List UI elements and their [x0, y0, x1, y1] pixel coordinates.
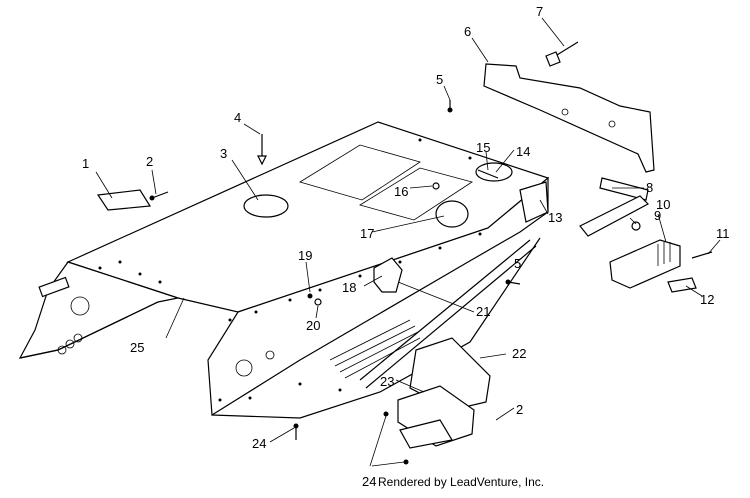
part-20-nut	[314, 298, 322, 306]
callout-22: 22	[512, 346, 526, 361]
part-2-rivet	[151, 191, 169, 199]
callout-19: 19	[298, 248, 312, 263]
part-18-bracket	[373, 257, 403, 293]
deck-opening-front	[359, 167, 473, 221]
callout-24-bottom: 24	[362, 474, 376, 489]
tunnel-front-side-wall	[207, 176, 549, 417]
part-21-rod	[359, 239, 531, 381]
rear-panel-hole-small	[65, 339, 75, 349]
callout-20: 20	[306, 318, 320, 333]
side-wall-hole-small	[265, 350, 275, 360]
rear-axle-stub	[38, 276, 70, 298]
callout-10: 10	[656, 197, 670, 212]
leader-lines	[95, 17, 721, 467]
part-12-pad	[667, 277, 697, 293]
part-9-nut	[631, 221, 641, 231]
part-17-cover	[435, 200, 469, 228]
callout-24: 24	[252, 436, 266, 451]
callout-25: 25	[130, 340, 144, 355]
part-15-access-cover	[475, 162, 513, 182]
callout-5: 5	[436, 72, 443, 87]
vent-slot-pattern	[329, 319, 421, 379]
rear-panel-hole	[70, 296, 90, 316]
callout-1: 1	[82, 156, 89, 171]
bumper-ribs	[657, 242, 671, 266]
part-16-nut	[432, 182, 440, 190]
callout-7: 7	[536, 4, 543, 19]
callout-11: 11	[716, 226, 730, 241]
callout-17: 17	[360, 226, 374, 241]
part-19-bolt	[307, 293, 313, 299]
part-6-heat-exchanger-plate	[483, 63, 655, 173]
part-8-bracket	[599, 177, 649, 201]
callout-23: 23	[380, 374, 394, 389]
callout-3: 3	[220, 146, 227, 161]
tunnel-bottom-edge	[211, 237, 541, 419]
chassis-tunnel	[18, 121, 550, 419]
callout-2-lower: 2	[516, 402, 523, 417]
part-25-skid	[19, 301, 159, 359]
rendered-by-credit: Rendered by LeadVenture, Inc.	[378, 475, 544, 489]
callout-5-lower: 5	[514, 256, 521, 271]
callout-6: 6	[464, 24, 471, 39]
callout-18: 18	[342, 280, 356, 295]
callout-13: 13	[548, 210, 562, 225]
part-14-bolt	[477, 169, 499, 179]
callout-12: 12	[700, 292, 714, 307]
side-wall-hole	[235, 359, 253, 377]
callout-4: 4	[234, 110, 241, 125]
part-1-decal	[96, 189, 152, 211]
callout-14: 14	[516, 144, 530, 159]
callout-16: 16	[394, 184, 408, 199]
callout-9: 9	[654, 208, 661, 223]
part-13-front-bulkhead	[519, 181, 549, 223]
part-3-cover-plate	[243, 194, 289, 218]
deck-opening-rear	[299, 144, 421, 201]
callout-labels: 1 2 3 4 5 6 7 8 9 10 11 12 13 14 15 16 1…	[82, 4, 730, 489]
callout-8: 8	[646, 180, 653, 195]
part-10-bumper-block	[609, 239, 681, 289]
part-24-bolt-lower	[383, 411, 389, 417]
rivet-dots	[98, 138, 482, 402]
callout-2: 2	[146, 154, 153, 169]
callout-15: 15	[476, 140, 490, 155]
callout-21: 21	[476, 304, 490, 319]
